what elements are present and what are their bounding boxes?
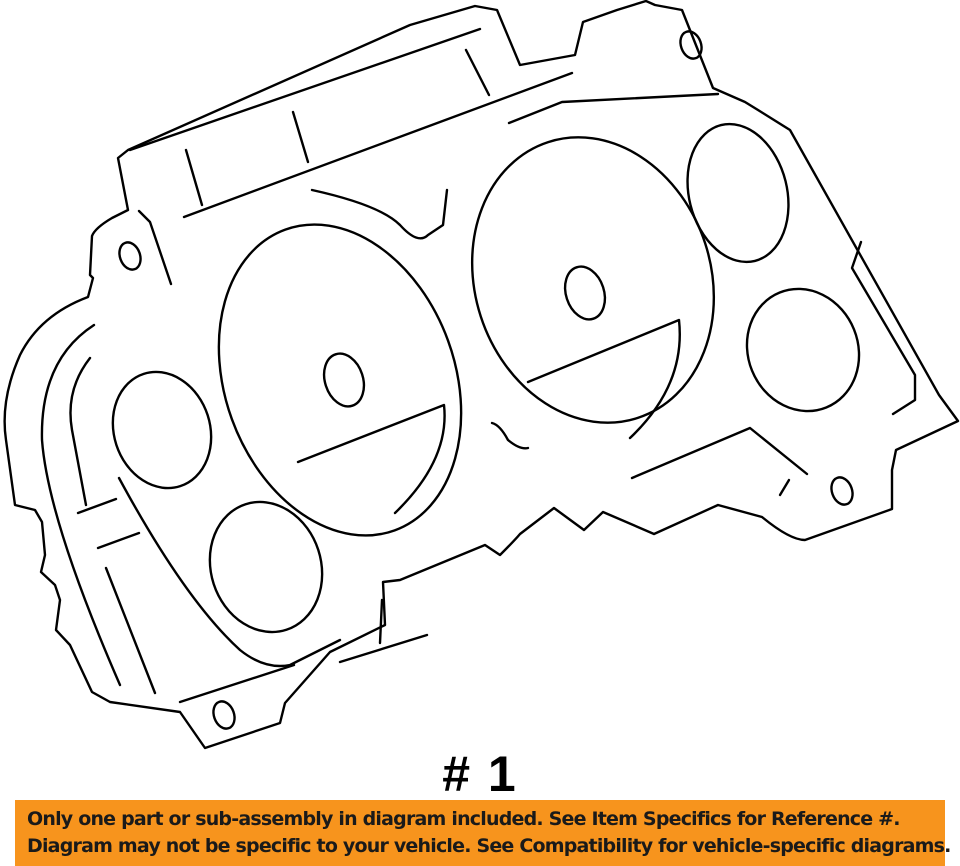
mount-hole [212, 700, 236, 730]
reference-number-label: # 1 [442, 746, 518, 802]
lower-rib [630, 426, 809, 480]
large-gauge-opening [470, 136, 716, 424]
disclaimer-line-2: Diagram may not be specific to your vehi… [27, 835, 951, 857]
small-gauge-opening [208, 500, 324, 634]
inner-line [104, 566, 157, 695]
band-tick [291, 110, 310, 164]
large-gauge-opening [217, 223, 463, 537]
inner-curve [40, 323, 122, 687]
gauge-pivot [322, 352, 366, 408]
inner-tick [76, 497, 118, 515]
inner-line [338, 633, 429, 664]
inner-line [178, 663, 296, 704]
small-gauge-opening [745, 287, 861, 413]
mount-hole [679, 30, 703, 60]
parts-diagram [3, 0, 960, 750]
gauge-bezel [310, 188, 449, 240]
band-tick [184, 148, 204, 207]
band-line [507, 92, 720, 125]
gauge-face-line [526, 318, 681, 440]
small-tick [778, 478, 791, 497]
inner-tick [96, 531, 141, 550]
inner-curve [69, 356, 92, 507]
inner-edge [137, 209, 173, 286]
housing-outline [3, 0, 960, 750]
disclaimer-line-1: Only one part or sub-assembly in diagram… [27, 808, 901, 830]
mount-hole [118, 241, 142, 271]
gauge-pivot [563, 265, 607, 321]
small-gauge-opening [111, 370, 213, 490]
band-line [182, 71, 574, 219]
small-gauge-opening [686, 122, 790, 264]
band-tick [464, 48, 491, 97]
inner-curve [117, 476, 342, 668]
mount-hole [830, 476, 854, 506]
right-rib [850, 240, 917, 416]
inner-edge [378, 598, 384, 645]
gauge-bezel [490, 421, 530, 450]
disclaimer-banner: Only one part or sub-assembly in diagram… [15, 800, 951, 866]
band-line [128, 27, 482, 152]
gauge-face-line [296, 403, 446, 515]
instrument-cluster-drawing [3, 0, 960, 750]
